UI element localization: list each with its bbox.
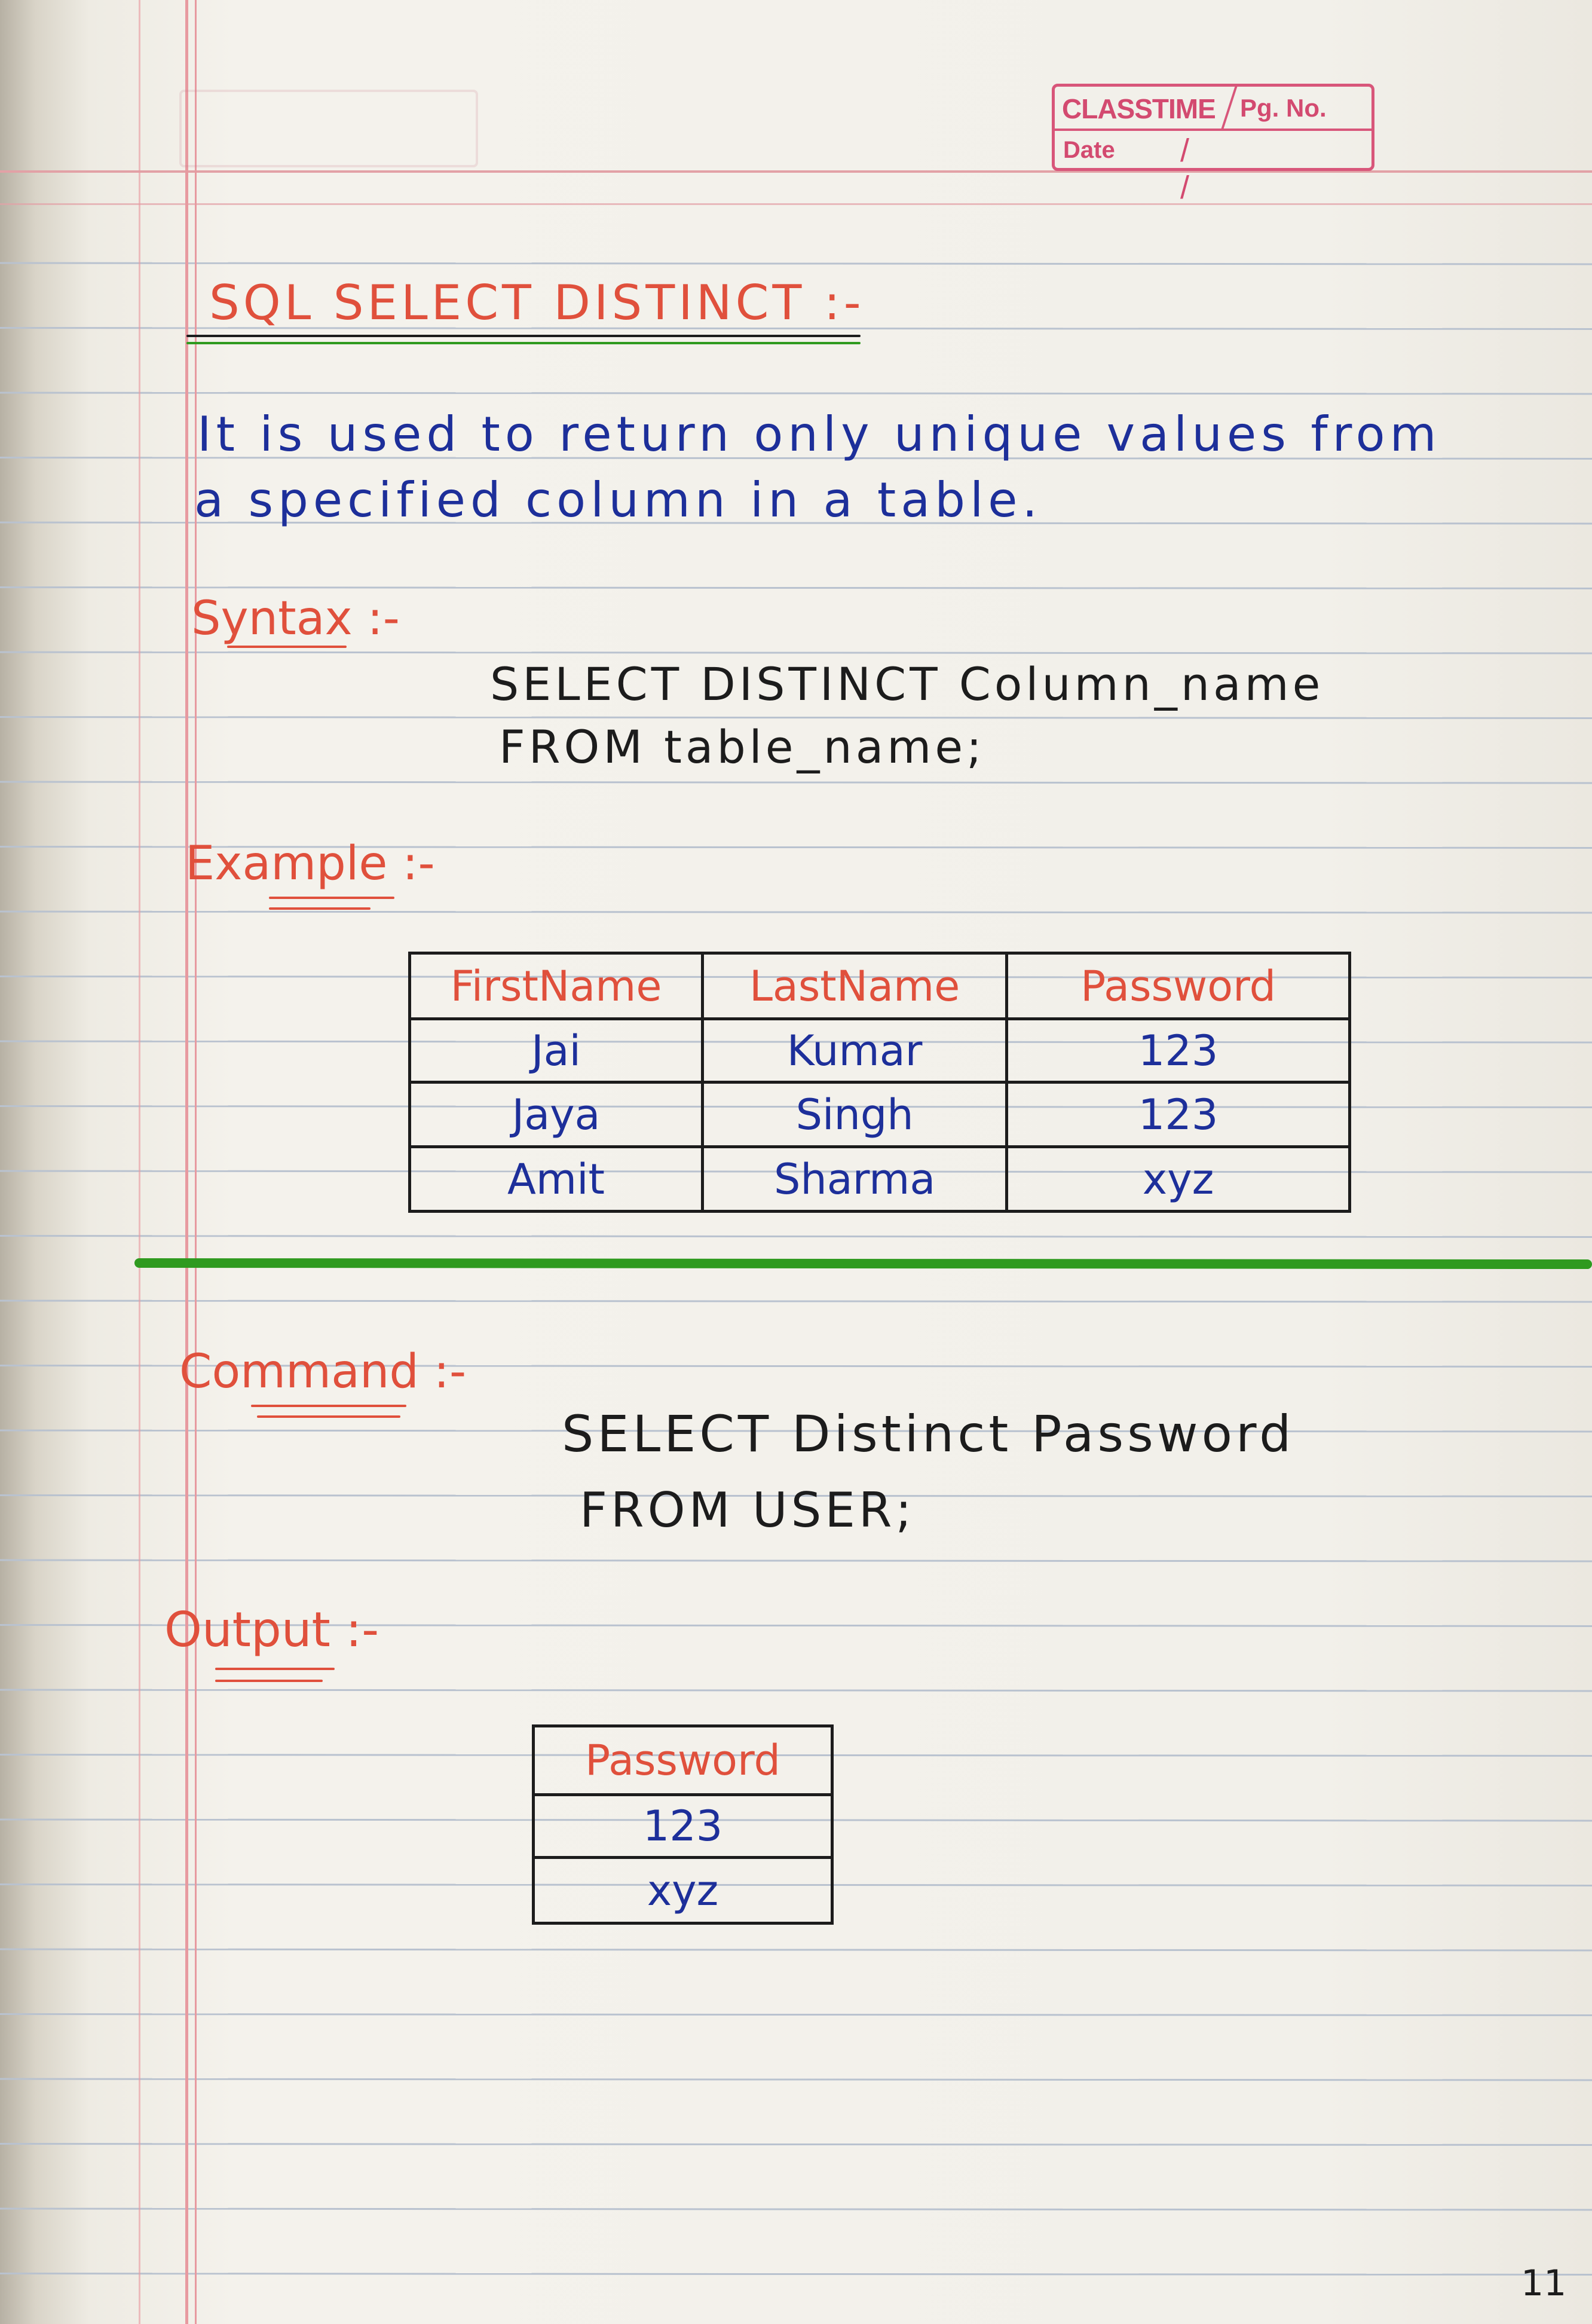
table-cell: 123 bbox=[1005, 1081, 1351, 1148]
column-header-firstname: FirstName bbox=[408, 952, 704, 1020]
ruled-line bbox=[0, 910, 1592, 914]
section-divider-green bbox=[134, 1258, 1592, 1270]
output-table: Password 123 xyz bbox=[532, 1724, 834, 1925]
example-table: FirstName LastName Password Jai Kumar 12… bbox=[408, 952, 1351, 1213]
output-column-header: Password bbox=[532, 1724, 834, 1796]
margin-line-inner bbox=[195, 0, 197, 2324]
column-header-password: Password bbox=[1005, 952, 1351, 1020]
ruled-line bbox=[0, 846, 1592, 849]
ruled-line bbox=[0, 2078, 1592, 2081]
description-line-2: a specified column in a table. bbox=[194, 472, 1042, 528]
output-header-row: Password bbox=[532, 1724, 834, 1796]
table-header-row: FirstName LastName Password bbox=[408, 952, 1351, 1020]
ruled-line bbox=[0, 651, 1592, 655]
ruled-line bbox=[0, 2207, 1592, 2211]
page-number: 11 bbox=[1521, 2262, 1567, 2304]
stamp-date-slashes: / / bbox=[1180, 133, 1256, 206]
table-row: Jaya Singh 123 bbox=[408, 1081, 1351, 1148]
syntax-underline bbox=[227, 646, 347, 648]
header-rule bbox=[0, 170, 1592, 173]
output-underline bbox=[215, 1668, 335, 1670]
ruled-line bbox=[0, 1948, 1592, 1952]
header-rule-secondary bbox=[0, 203, 1592, 205]
table-row: xyz bbox=[532, 1856, 834, 1925]
stamp-date-label: Date bbox=[1063, 137, 1115, 163]
command-underline-2 bbox=[257, 1415, 400, 1418]
ruled-line bbox=[0, 2013, 1592, 2016]
ruled-line bbox=[0, 586, 1592, 589]
ruled-line bbox=[0, 716, 1592, 719]
table-cell: Amit bbox=[408, 1145, 704, 1213]
title-underline-black bbox=[186, 335, 861, 337]
ruled-line bbox=[0, 262, 1592, 265]
table-row: Jai Kumar 123 bbox=[408, 1017, 1351, 1084]
ruled-line bbox=[0, 392, 1592, 395]
example-underline-2 bbox=[269, 907, 371, 910]
table-cell: xyz bbox=[1005, 1145, 1351, 1213]
ruled-line bbox=[0, 1235, 1592, 1238]
page-title: SQL SELECT DISTINCT :- bbox=[209, 275, 865, 331]
margin-line-outer bbox=[185, 0, 188, 2324]
table-cell: xyz bbox=[532, 1856, 834, 1925]
ruled-line bbox=[0, 1429, 1592, 1433]
ruled-line bbox=[0, 521, 1592, 525]
stamp-divider bbox=[1221, 87, 1238, 129]
ruled-line bbox=[0, 457, 1592, 460]
stamp-brand: CLASSTIME bbox=[1062, 93, 1216, 124]
table-row: 123 bbox=[532, 1793, 834, 1859]
table-cell: Jai bbox=[408, 1017, 704, 1084]
table-cell: Kumar bbox=[700, 1017, 1009, 1084]
syntax-line-1: SELECT DISTINCT Column_name bbox=[490, 658, 1324, 711]
table-cell: Jaya bbox=[408, 1081, 704, 1148]
classtime-stamp: CLASSTIME Pg. No. Date / / bbox=[1052, 84, 1374, 206]
example-underline bbox=[269, 897, 394, 899]
table-cell: Sharma bbox=[700, 1145, 1009, 1213]
table-cell: 123 bbox=[532, 1793, 834, 1859]
table-cell: 123 bbox=[1005, 1017, 1351, 1084]
title-underline-green bbox=[186, 342, 861, 344]
ruled-line bbox=[0, 327, 1592, 330]
ruled-line bbox=[0, 1494, 1592, 1497]
margin-line-left bbox=[139, 0, 140, 2324]
command-line-2: FROM USER; bbox=[580, 1482, 916, 1538]
output-underline-2 bbox=[215, 1680, 323, 1682]
bleed-through-stamp bbox=[179, 90, 478, 167]
command-line-1: SELECT Distinct Password bbox=[562, 1405, 1295, 1463]
ruled-line bbox=[0, 781, 1592, 784]
table-cell: Singh bbox=[700, 1081, 1009, 1148]
command-label: Command :- bbox=[179, 1345, 467, 1399]
ruled-line bbox=[0, 1299, 1592, 1303]
ruled-line bbox=[0, 1689, 1592, 1692]
syntax-line-2: FROM table_name; bbox=[499, 720, 985, 773]
stamp-row-divider bbox=[1055, 129, 1371, 131]
ruled-line bbox=[0, 1559, 1592, 1562]
column-header-lastname: LastName bbox=[700, 952, 1009, 1020]
ruled-line bbox=[0, 2143, 1592, 2146]
syntax-label: Syntax :- bbox=[191, 592, 400, 646]
example-label: Example :- bbox=[185, 837, 435, 891]
output-label: Output :- bbox=[164, 1602, 379, 1658]
table-row: Amit Sharma xyz bbox=[408, 1145, 1351, 1213]
command-underline bbox=[251, 1405, 406, 1407]
description-line-1: It is used to return only unique values … bbox=[197, 406, 1441, 462]
ruled-line bbox=[0, 1624, 1592, 1627]
stamp-page-no-label: Pg. No. bbox=[1240, 94, 1327, 122]
ruled-line bbox=[0, 1365, 1592, 1368]
ruled-line bbox=[0, 2273, 1592, 2276]
